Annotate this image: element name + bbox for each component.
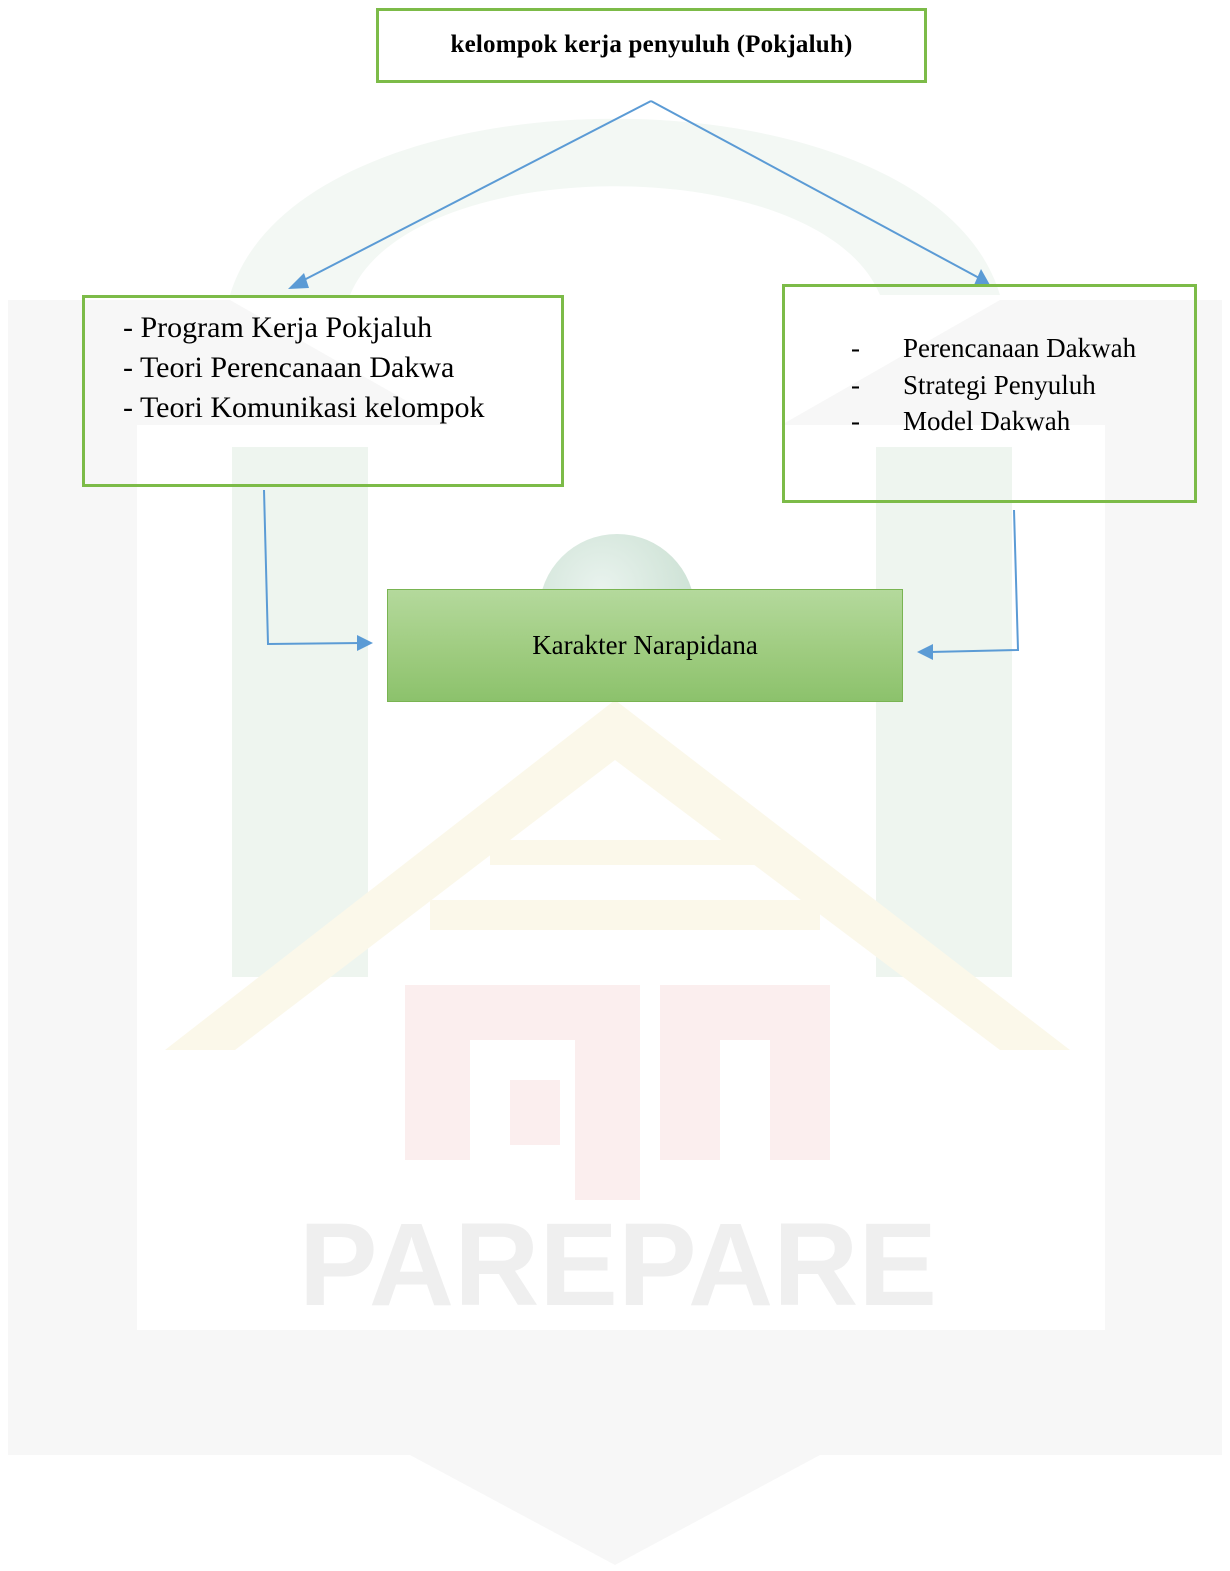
right-item-text: Model Dakwah — [903, 406, 1071, 436]
arrow-top-to-right — [650, 100, 982, 280]
bullet-dash: - — [851, 406, 860, 436]
result-box: Karakter Narapidana — [387, 589, 903, 702]
right-item: - Perencanaan Dakwah — [851, 330, 1136, 367]
left-item: - Teori Perencanaan Dakwa — [123, 351, 455, 384]
bullet-dash: - — [851, 333, 860, 363]
left-theory-box: - Program Kerja Pokjaluh - Teori Perenca… — [82, 295, 564, 487]
arrowhead-right — [974, 269, 990, 285]
right-item-text: Strategi Penyuluh — [903, 369, 1096, 400]
left-item: - Teori Komunikasi kelompok — [123, 391, 485, 424]
watermark-red-letters — [405, 985, 830, 1200]
right-item: - Strategi Penyuluh — [851, 367, 1136, 404]
arrowhead-result-left — [357, 635, 373, 651]
right-item-text: Perencanaan Dakwah — [903, 333, 1137, 363]
arrow-top-to-left — [301, 100, 652, 282]
arrow-right-to-result — [929, 509, 1020, 653]
right-item-list: - Perencanaan Dakwah - Strategi Penyuluh -… — [851, 330, 1136, 440]
left-item-list: - Program Kerja Pokjaluh - Teori Perenca… — [123, 308, 484, 428]
arrow-left-to-result — [263, 489, 363, 646]
watermark-arch — [230, 118, 1000, 295]
result-label: Karakter Narapidana — [532, 630, 758, 660]
arrowhead-result-right — [917, 644, 933, 660]
pokjaluh-box: kelompok kerja penyuluh (Pokjaluh) — [376, 8, 927, 83]
right-strategy-box: - Perencanaan Dakwah - Strategi Penyuluh -… — [782, 284, 1197, 503]
pokjaluh-title: kelompok kerja penyuluh (Pokjaluh) — [450, 31, 853, 58]
arrowhead-left — [288, 273, 309, 289]
watermark-left-pillar — [232, 447, 368, 977]
watermark-text: PAREPARE — [299, 1199, 937, 1331]
watermark-roof — [165, 700, 1070, 1050]
left-item: - Program Kerja Pokjaluh — [123, 311, 433, 344]
right-item: - Model Dakwah — [851, 403, 1136, 440]
bullet-dash: - — [851, 369, 860, 400]
watermark-right-pillar — [876, 447, 1012, 977]
